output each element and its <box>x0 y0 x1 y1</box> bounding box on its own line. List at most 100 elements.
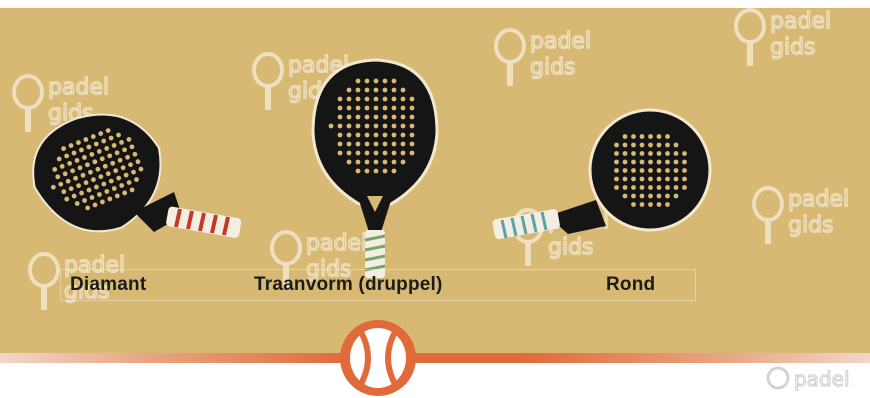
racket-hole <box>674 143 679 148</box>
racket-hole <box>648 151 653 156</box>
racket-hole <box>374 151 379 156</box>
racket-hole <box>614 151 619 156</box>
racket-hole <box>623 194 628 199</box>
racket-hole <box>127 180 132 185</box>
racket-hole <box>329 124 334 129</box>
racket-hole <box>640 168 645 173</box>
racket-hole <box>401 106 406 111</box>
racket-hole <box>107 153 112 158</box>
racket-hole <box>674 151 679 156</box>
racket-hole <box>614 168 619 173</box>
racket-hole <box>623 177 628 182</box>
racket-hole <box>374 160 379 165</box>
racket-hole <box>392 124 397 129</box>
racket-hole <box>401 133 406 138</box>
racket-hole <box>106 128 111 133</box>
racket-hole <box>122 191 127 196</box>
racket-hole <box>365 151 370 156</box>
racket-hole <box>76 183 81 188</box>
racket-hole <box>347 106 352 111</box>
racket-hole <box>665 134 670 139</box>
racket-hole <box>657 202 662 207</box>
racket-hole <box>85 206 90 211</box>
teardrop-racket-icon <box>305 54 445 284</box>
racket-hole <box>128 162 133 167</box>
racket-hole <box>338 133 343 138</box>
padelgids-watermark-icon: padel <box>764 364 870 392</box>
racket-hole <box>614 160 619 165</box>
racket-hole <box>113 168 118 173</box>
racket-hole <box>682 151 687 156</box>
racket-hole <box>640 143 645 148</box>
racket-hole <box>101 182 106 187</box>
racket-hole <box>392 88 397 93</box>
racket-hole <box>631 194 636 199</box>
racket-hole <box>347 97 352 102</box>
racket-hole <box>88 170 93 175</box>
racket-hole <box>657 160 662 165</box>
racket-hole <box>631 185 636 190</box>
racket-hole <box>58 182 63 187</box>
racket-hole <box>356 97 361 102</box>
racket-hole <box>365 133 370 138</box>
racket-hole <box>401 160 406 165</box>
racket-hole <box>338 142 343 147</box>
racket-hole <box>365 160 370 165</box>
racket-hole <box>130 144 135 149</box>
racket-hole <box>356 160 361 165</box>
racket-hole <box>365 79 370 84</box>
racket-hole <box>356 169 361 174</box>
racket-hole <box>125 155 130 160</box>
racket-hole <box>100 200 105 205</box>
racket-hole <box>83 137 88 142</box>
racket-hole <box>631 160 636 165</box>
racket-hole <box>82 198 87 203</box>
racket-hole <box>338 115 343 120</box>
racket-hole <box>98 174 103 179</box>
racket-hole <box>81 173 86 178</box>
racket-hole <box>121 165 126 170</box>
racket-hole <box>383 133 388 138</box>
racket-hole <box>614 177 619 182</box>
racket-hole <box>383 169 388 174</box>
racket-hole <box>657 194 662 199</box>
svg-text:gids: gids <box>788 213 834 238</box>
racket-hole <box>674 185 679 190</box>
racket-hole <box>64 154 69 159</box>
racket-hole <box>657 177 662 182</box>
racket-hole <box>67 161 72 166</box>
racket-hole <box>76 140 81 145</box>
racket-hole <box>623 160 628 165</box>
racket-hole <box>60 164 65 169</box>
racket-hole <box>631 177 636 182</box>
racket-hole <box>410 133 415 138</box>
racket-hole <box>410 115 415 120</box>
racket-hole <box>94 185 99 190</box>
svg-text:gids: gids <box>770 35 816 60</box>
racket-hole <box>648 168 653 173</box>
racket-hole <box>648 194 653 199</box>
racket-hole <box>365 169 370 174</box>
racket-hole <box>61 146 66 151</box>
racket-hole <box>365 142 370 147</box>
racket-hole <box>94 142 99 147</box>
svg-text:padel: padel <box>788 187 849 212</box>
racket-hole <box>347 160 352 165</box>
racket-hole <box>392 160 397 165</box>
racket-hole <box>383 160 388 165</box>
racket-hole <box>112 186 117 191</box>
racket-hole <box>392 106 397 111</box>
racket-hole <box>640 160 645 165</box>
svg-text:gids: gids <box>530 55 576 80</box>
racket-hole <box>347 151 352 156</box>
racket-hole <box>72 151 77 156</box>
racket-hole <box>109 179 114 184</box>
racket-hole <box>70 168 75 173</box>
racket-hole <box>115 194 120 199</box>
racket-hole <box>365 97 370 102</box>
racket-hole <box>674 160 679 165</box>
racket-hole <box>338 124 343 129</box>
racket-hole <box>338 97 343 102</box>
racket-hole <box>91 134 96 139</box>
racket-hole <box>614 143 619 148</box>
